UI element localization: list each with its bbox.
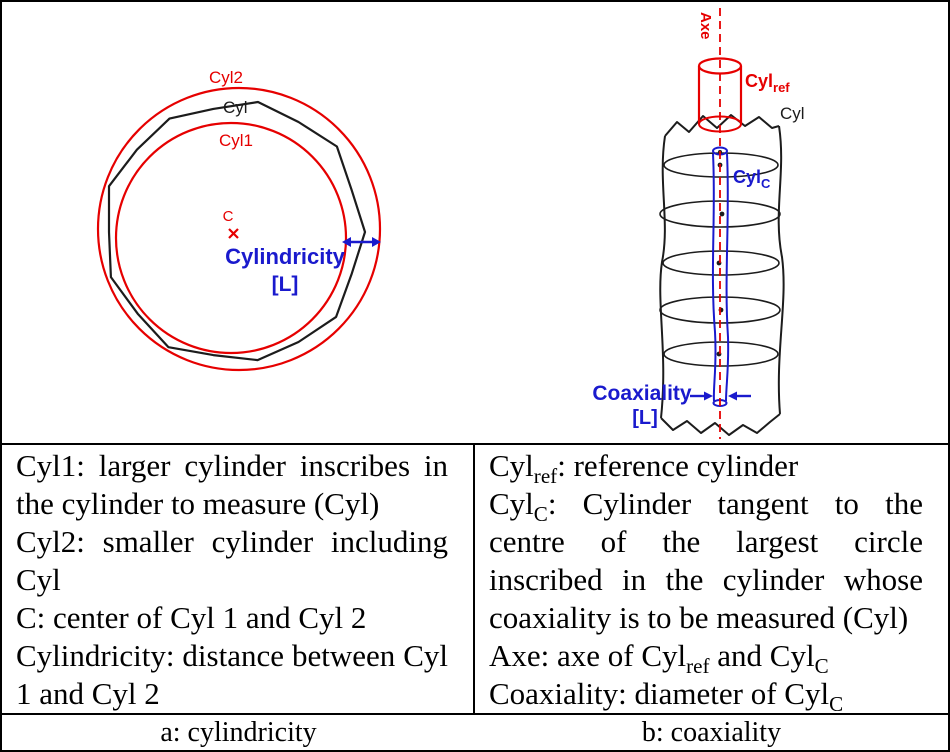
cyl-c-label: CylC xyxy=(733,167,771,191)
axe-label: Axe xyxy=(697,12,714,40)
panel-cylindricity-diagram: Cyl2 Cyl Cyl1 C Cylindricity [L] xyxy=(2,2,477,443)
definition-line: CylC: Cylinder tangent to the centre of … xyxy=(489,486,923,635)
definition-line: C: center of Cyl 1 and Cyl 2 xyxy=(16,600,367,635)
definitions-row: Cyl1: larger cylinder inscribes in the c… xyxy=(2,443,948,715)
cyl-ref-label: Cylref xyxy=(745,71,790,95)
center-label: C xyxy=(223,208,234,225)
cyl2-label: Cyl2 xyxy=(209,68,243,87)
ref-cylinder-shape xyxy=(697,57,743,133)
coaxiality-label: Coaxiality xyxy=(592,382,692,405)
cylindricity-definitions-cell: Cyl1: larger cylinder inscribes in the c… xyxy=(2,445,475,713)
cyl-profile-outline xyxy=(107,100,367,362)
cyl2-circle xyxy=(96,86,382,372)
cylindricity-unit-label: [L] xyxy=(272,273,299,296)
cyl-label: Cyl xyxy=(223,98,248,117)
cylindricity-svg: Cyl2 Cyl Cyl1 C Cylindricity [L] xyxy=(96,68,382,372)
caption-b: b: coaxiality xyxy=(641,716,782,748)
measured-cylinder-outline xyxy=(659,114,785,436)
diagrams-row: Cyl2 Cyl Cyl1 C Cylindricity [L] xyxy=(2,2,948,443)
cyl1-label: Cyl1 xyxy=(219,131,253,150)
cyl1-circle xyxy=(114,121,348,355)
panel-coaxiality-diagram: Axe Cylref Cyl CylC Coaxiality [L] xyxy=(477,2,948,443)
definition-line: Cylindricity: distance between Cyl 1 and… xyxy=(16,638,448,711)
definition-line: Coaxiality: diameter of CylC xyxy=(489,676,844,713)
definition-line: Axe: axe of Cylref and CylC xyxy=(489,638,829,679)
coaxiality-unit-label: [L] xyxy=(632,407,658,429)
cylindricity-label: Cylindricity xyxy=(225,244,346,269)
definition-line: Cyl1: larger cylinder inscribes in the c… xyxy=(16,448,448,521)
cylindricity-arrow xyxy=(342,237,381,247)
caption-a: a: cylindricity xyxy=(160,716,317,748)
coaxiality-svg: Axe Cylref Cyl CylC Coaxiality [L] xyxy=(592,8,805,439)
definition-line: Cyl2: smaller cylinder including Cyl xyxy=(16,524,448,597)
coaxiality-arrows xyxy=(690,391,751,401)
tangent-cylinder-shape xyxy=(711,146,730,407)
center-x-marker xyxy=(228,228,239,239)
cyl-label: Cyl xyxy=(780,104,805,123)
captions-row: a: cylindricity b: coaxiality xyxy=(2,715,948,750)
definition-line: Cylref: reference cylinder xyxy=(489,448,799,489)
